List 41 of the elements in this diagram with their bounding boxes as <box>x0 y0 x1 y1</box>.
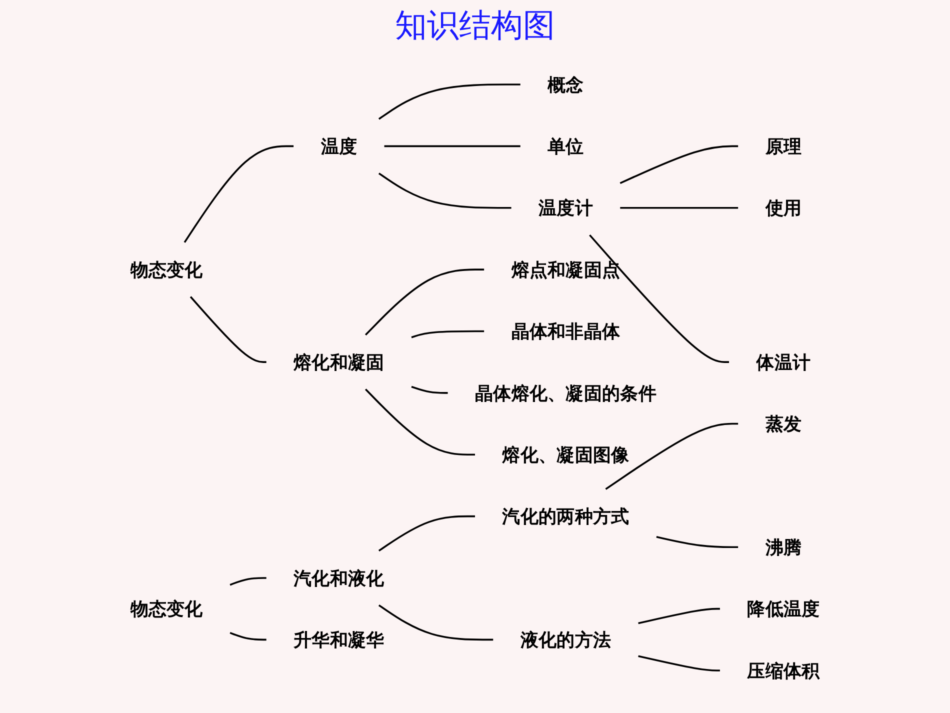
node-text: 汽化和液化 <box>294 567 384 589</box>
connector <box>411 386 448 394</box>
node-text: 物态变化 <box>130 598 203 620</box>
connector <box>378 84 520 120</box>
connector <box>190 296 266 363</box>
connector <box>378 172 512 209</box>
node-text: 温度计 <box>538 196 593 219</box>
connector <box>364 268 484 336</box>
diagram-title: 知识结构图 <box>394 5 556 46</box>
connector <box>364 388 475 456</box>
node-text: 晶体和非晶体 <box>511 320 620 342</box>
connector <box>638 608 720 624</box>
connector <box>656 536 738 548</box>
connector <box>589 234 730 363</box>
node-text: 概念 <box>548 74 584 96</box>
node-text: 晶体熔化、凝固的条件 <box>475 382 656 404</box>
connector <box>605 422 738 490</box>
connector <box>411 330 484 338</box>
node-text: 汽化的两种方式 <box>502 505 630 528</box>
connector <box>620 145 738 184</box>
node-text: 压缩体积 <box>747 660 820 682</box>
node-text: 物态变化 <box>130 258 203 280</box>
connector <box>620 206 738 209</box>
node-text: 蒸发 <box>765 412 802 435</box>
connector <box>184 145 294 243</box>
node-text: 熔化、凝固图像 <box>502 444 630 466</box>
node-text: 降低温度 <box>747 598 820 620</box>
node-text: 单位 <box>548 135 584 158</box>
connector <box>378 515 475 552</box>
connector <box>378 604 494 641</box>
node-text: 升华和凝华 <box>294 628 384 651</box>
connector <box>384 145 520 148</box>
node-text: 液化的方法 <box>520 628 612 651</box>
connector <box>230 577 266 586</box>
node-text: 温度 <box>320 135 358 158</box>
node-text: 熔化和凝固 <box>294 351 384 373</box>
node-text: 沸腾 <box>765 536 802 558</box>
connector <box>230 632 266 641</box>
node-text: 熔点和凝固点 <box>511 258 620 280</box>
node-text: 原理 <box>765 135 802 158</box>
connector <box>638 655 720 672</box>
